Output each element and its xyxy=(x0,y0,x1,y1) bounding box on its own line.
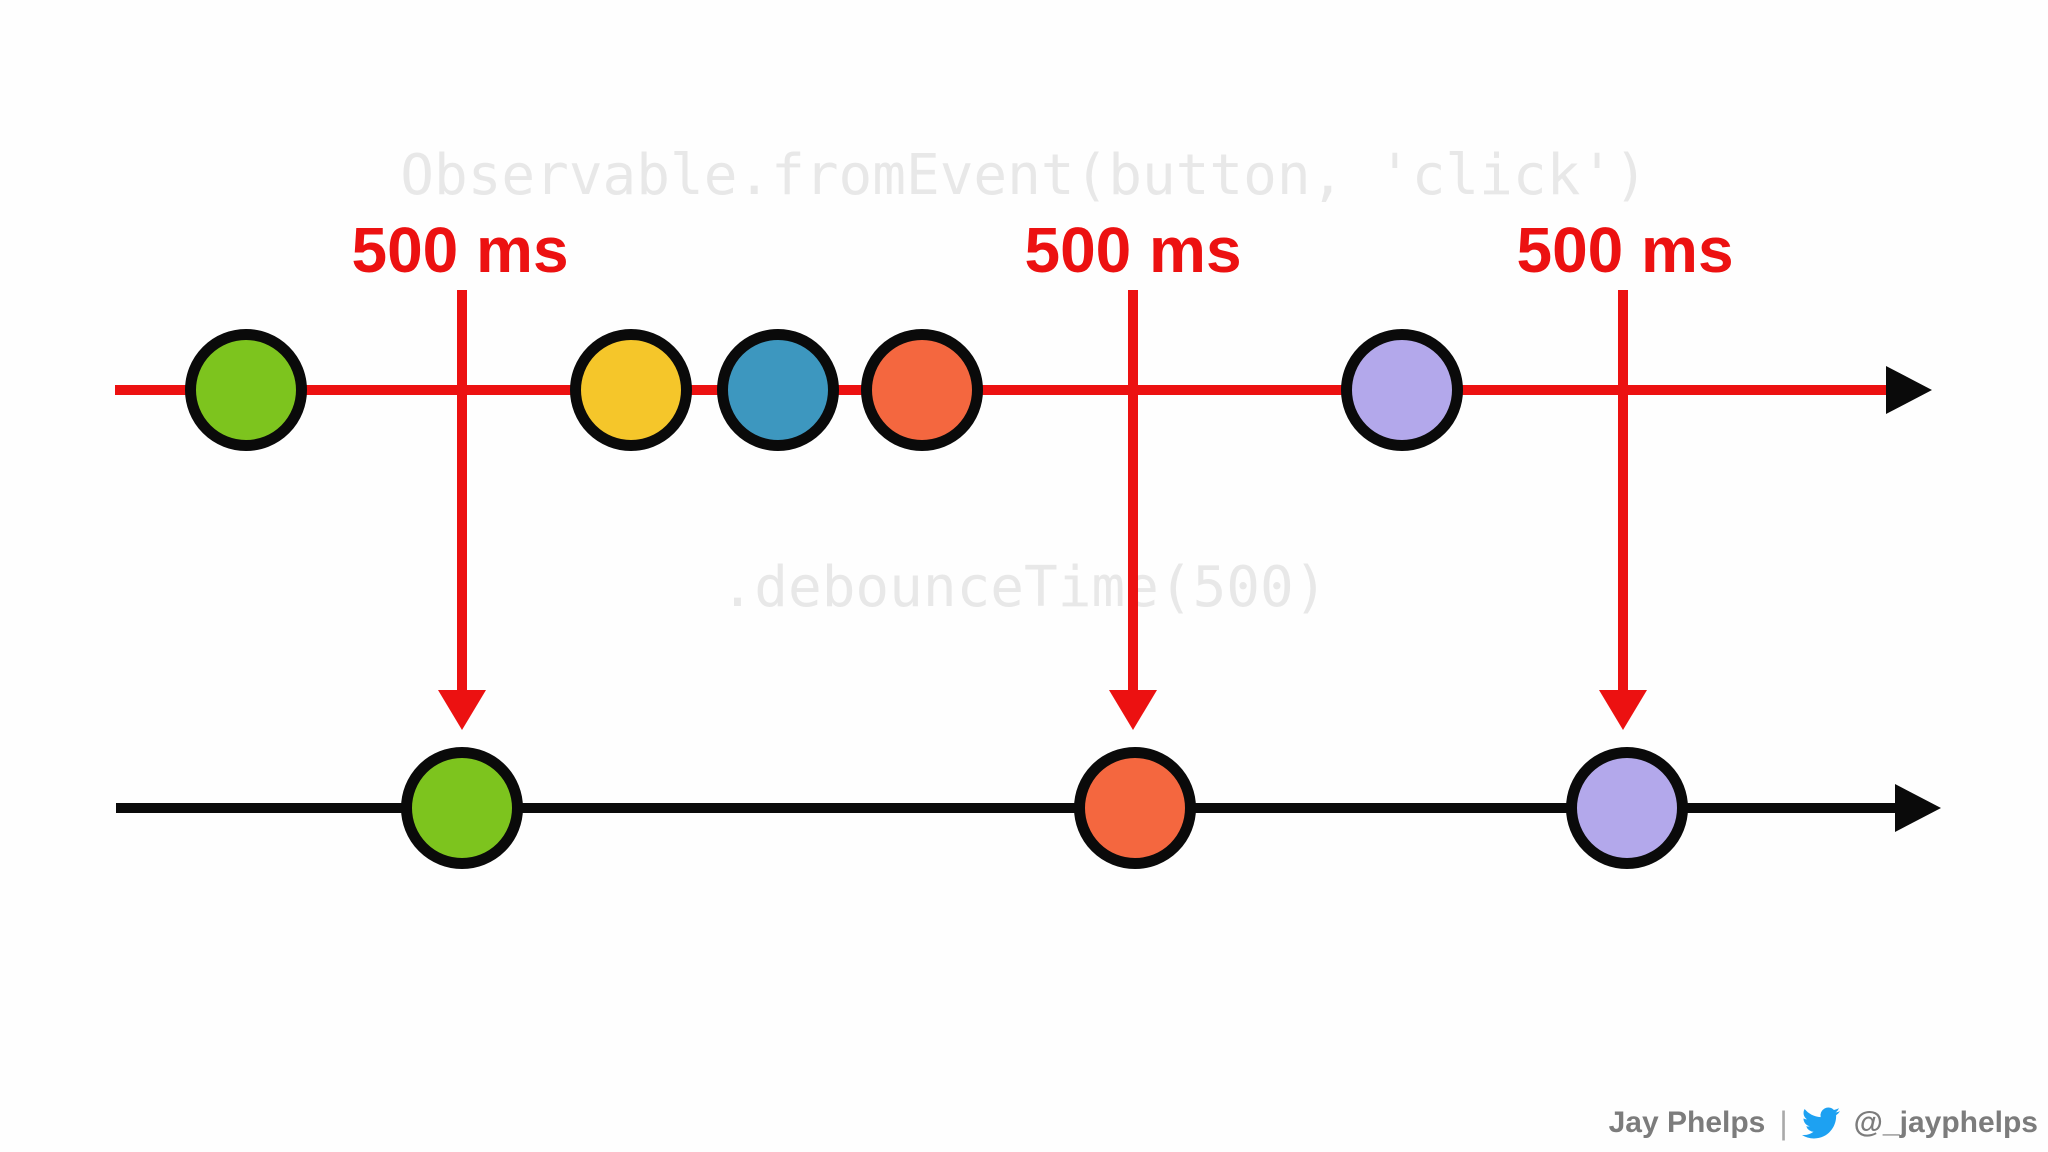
debounce-arrow-head-1 xyxy=(438,690,486,730)
debounce-arrow-head-3 xyxy=(1599,690,1647,730)
debounced-2-marble xyxy=(1074,747,1196,869)
debounce-arrow-head-2 xyxy=(1109,690,1157,730)
debounce-arrow-shaft-3 xyxy=(1618,290,1628,690)
source-stream-timeline-arrowhead xyxy=(1886,366,1932,414)
attribution-divider: | xyxy=(1779,1105,1788,1141)
debounce-duration-label-1: 500 ms xyxy=(351,214,569,286)
click-5-marble xyxy=(1341,329,1463,451)
source-expression-text: Observable.fromEvent(button, 'click') xyxy=(400,143,1648,208)
debounce-arrow-shaft-1 xyxy=(457,290,467,690)
debounced-1-marble xyxy=(401,747,523,869)
click-3-marble xyxy=(717,329,839,451)
click-2-marble xyxy=(570,329,692,451)
click-4-marble xyxy=(861,329,983,451)
debounced-3-marble xyxy=(1566,747,1688,869)
attribution: Jay Phelps | @_jayphelps xyxy=(1609,1104,2038,1142)
twitter-handle: @_jayphelps xyxy=(1853,1106,2038,1139)
debounce-duration-label-3: 500 ms xyxy=(1516,214,1734,286)
click-1-marble xyxy=(185,329,307,451)
twitter-bird-icon xyxy=(1801,1104,1840,1142)
output-stream-timeline xyxy=(116,803,1896,813)
debounce-arrow-shaft-2 xyxy=(1128,290,1138,690)
operator-expression-text: .debounceTime(500) xyxy=(720,555,1328,620)
author-name: Jay Phelps xyxy=(1608,1106,1766,1139)
output-stream-timeline-arrowhead xyxy=(1895,784,1941,832)
debounce-duration-label-2: 500 ms xyxy=(1024,214,1242,286)
source-stream-timeline xyxy=(115,385,1888,395)
